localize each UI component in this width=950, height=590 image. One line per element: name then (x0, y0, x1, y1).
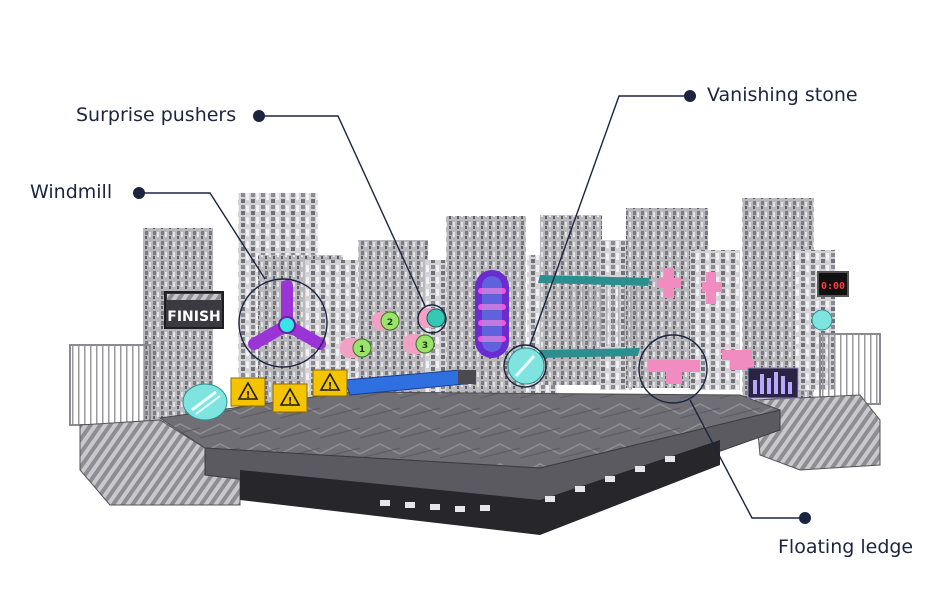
teal-rails (538, 275, 650, 358)
vanishing-stone-label: Vanishing stone (707, 84, 858, 106)
pusher-number: 3 (422, 341, 428, 351)
warning-symbol: ! (246, 390, 251, 401)
vanishing-stone-dot (684, 90, 696, 102)
finish-sign-text: FINISH (167, 309, 221, 325)
warning-symbol: ! (288, 396, 293, 407)
warning-block: ! (312, 369, 348, 397)
warning-blocks: ! ! ! (230, 369, 348, 413)
pusher (418, 308, 446, 328)
pusher-number: 1 (359, 345, 365, 355)
windmill (248, 280, 326, 350)
warning-block: ! (230, 377, 266, 407)
side-cylinder (811, 309, 833, 331)
teal-cylinder (182, 383, 228, 421)
pusher-number: 2 (387, 318, 393, 328)
vanishing-stone-leader (529, 95, 689, 346)
surprise-pushers: 2 1 3 (340, 308, 446, 358)
windmill-highlight-circle (238, 278, 328, 368)
callout-dots (133, 90, 811, 524)
surprise-pushers-label: Surprise pushers (76, 104, 237, 126)
floating-ledge-highlight-circle (638, 334, 708, 404)
floating-ledge (722, 350, 754, 370)
clock-display: 0:00 (817, 271, 849, 297)
platform (79, 391, 881, 535)
spinning-tube (475, 270, 509, 358)
fence-right (819, 333, 881, 405)
vanishing-stone (507, 347, 545, 385)
windmill-label: Windmill (30, 181, 113, 203)
warning-symbol: ! (328, 381, 333, 392)
speaker-box (747, 367, 799, 399)
surprise-pushers-dot (253, 110, 265, 122)
fence-left (69, 344, 151, 426)
floating-ledges (648, 268, 754, 384)
windmill-dot (133, 187, 145, 199)
floating-ledge-dot (799, 512, 811, 524)
floating-ledge (702, 272, 722, 304)
floating-ledge-label: Floating ledge (778, 536, 914, 558)
callouts (140, 95, 802, 519)
warning-block: ! (272, 383, 308, 413)
finish-sign: FINISH (164, 291, 224, 329)
platform-trim (380, 456, 675, 512)
floating-ledge (648, 360, 700, 384)
surprise-pushers-leader (259, 115, 426, 307)
surprise-pushers-highlight-circle (417, 304, 447, 334)
pusher: 3 (403, 334, 435, 354)
floating-ledge (657, 268, 681, 298)
clock-readout: 0:00 (821, 281, 845, 292)
floating-ledge-leader (689, 399, 802, 519)
pusher: 2 (372, 311, 400, 331)
pusher: 1 (340, 338, 372, 358)
vanishing-stone-highlight-circle (503, 344, 547, 388)
balance-beam (344, 369, 476, 396)
windmill-leader (140, 192, 266, 280)
